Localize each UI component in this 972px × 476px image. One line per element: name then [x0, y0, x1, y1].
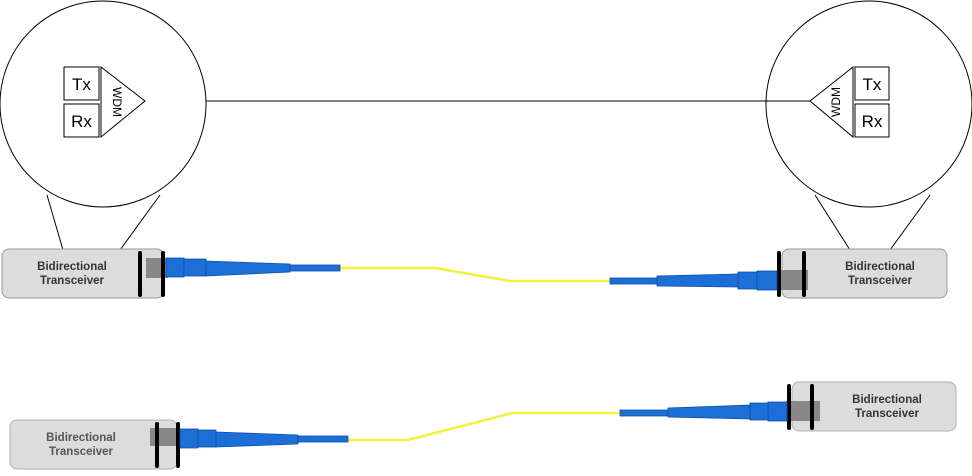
right-rx-box	[854, 103, 890, 138]
transceiver-label-line2: Transceiver	[40, 275, 104, 287]
right-wdm-label: WDM	[829, 87, 843, 117]
transceiver-label-line1: Bidirectional	[37, 261, 107, 273]
connector-boot	[205, 260, 291, 277]
connector-body	[197, 429, 217, 448]
port-ring	[161, 251, 165, 297]
connector-tail	[297, 435, 349, 443]
connector-body	[756, 270, 778, 291]
right-zoom-callout: Tx Rx WDM	[765, 0, 972, 251]
port-shade	[150, 428, 178, 446]
connector-tail	[289, 264, 341, 272]
right-tx-box	[854, 66, 890, 101]
connector-body	[767, 401, 788, 422]
top-left-connector	[165, 257, 341, 278]
port-ring	[155, 422, 159, 468]
transceiver-label-line2: Transceiver	[855, 408, 919, 420]
transceiver-label-line2: Transceiver	[848, 275, 912, 287]
left-callout-line	[119, 194, 161, 251]
connector-body	[179, 428, 199, 449]
right-tx-label: Tx	[863, 75, 882, 94]
right-callout-line	[814, 194, 851, 251]
connector-body	[737, 271, 758, 290]
transceiver-label-line1: Bidirectional	[852, 394, 922, 406]
top-left-transceiver: Bidirectional Transceiver	[1, 248, 168, 299]
connector-boot	[656, 273, 739, 288]
port-ring	[810, 384, 814, 430]
transceiver-label-line1: Bidirectional	[46, 432, 116, 444]
right-rx-label: Rx	[862, 112, 883, 131]
left-rx-box	[63, 103, 100, 138]
bottom-link: Bidirectional Transceiver Bidirectional …	[9, 381, 957, 470]
left-tx-box	[63, 66, 100, 101]
left-zoom-callout: Tx Rx WDM	[0, 0, 207, 251]
port-ring	[787, 384, 791, 430]
bottom-left-connector	[179, 428, 349, 449]
bottom-left-transceiver: Bidirectional Transceiver	[9, 419, 180, 470]
connector-body	[165, 257, 185, 278]
port-shade	[786, 401, 820, 421]
port-ring	[176, 422, 180, 468]
transceiver-label-line1: Bidirectional	[845, 261, 915, 273]
connector-tail	[619, 409, 669, 417]
bottom-right-connector	[619, 401, 788, 422]
port-ring	[802, 251, 806, 297]
left-tx-label: Tx	[72, 75, 91, 94]
bottom-right-transceiver: Bidirectional Transceiver	[786, 381, 957, 432]
left-rx-label: Rx	[71, 112, 92, 131]
transceiver-label-line2: Transceiver	[49, 446, 113, 458]
right-callout-line	[889, 194, 931, 251]
left-callout-line	[46, 194, 64, 251]
bottom-fiber-cable	[348, 411, 620, 442]
left-wdm-label: WDM	[110, 87, 124, 117]
top-right-connector	[609, 270, 778, 291]
connector-tail	[609, 277, 658, 285]
top-link: Tx Rx WDM Tx Rx WDM Bidirectional Transc…	[0, 0, 972, 299]
connector-body	[749, 402, 769, 421]
connector-boot	[667, 404, 751, 420]
right-wdm-triangle	[809, 65, 854, 139]
connector-boot	[215, 431, 299, 448]
connector-body	[183, 258, 207, 277]
port-shade	[778, 270, 808, 290]
top-fiber-cable	[340, 266, 610, 283]
left-wdm-triangle	[100, 65, 146, 139]
top-right-transceiver: Bidirectional Transceiver	[777, 248, 948, 299]
port-ring	[138, 251, 142, 297]
port-ring	[777, 251, 781, 297]
